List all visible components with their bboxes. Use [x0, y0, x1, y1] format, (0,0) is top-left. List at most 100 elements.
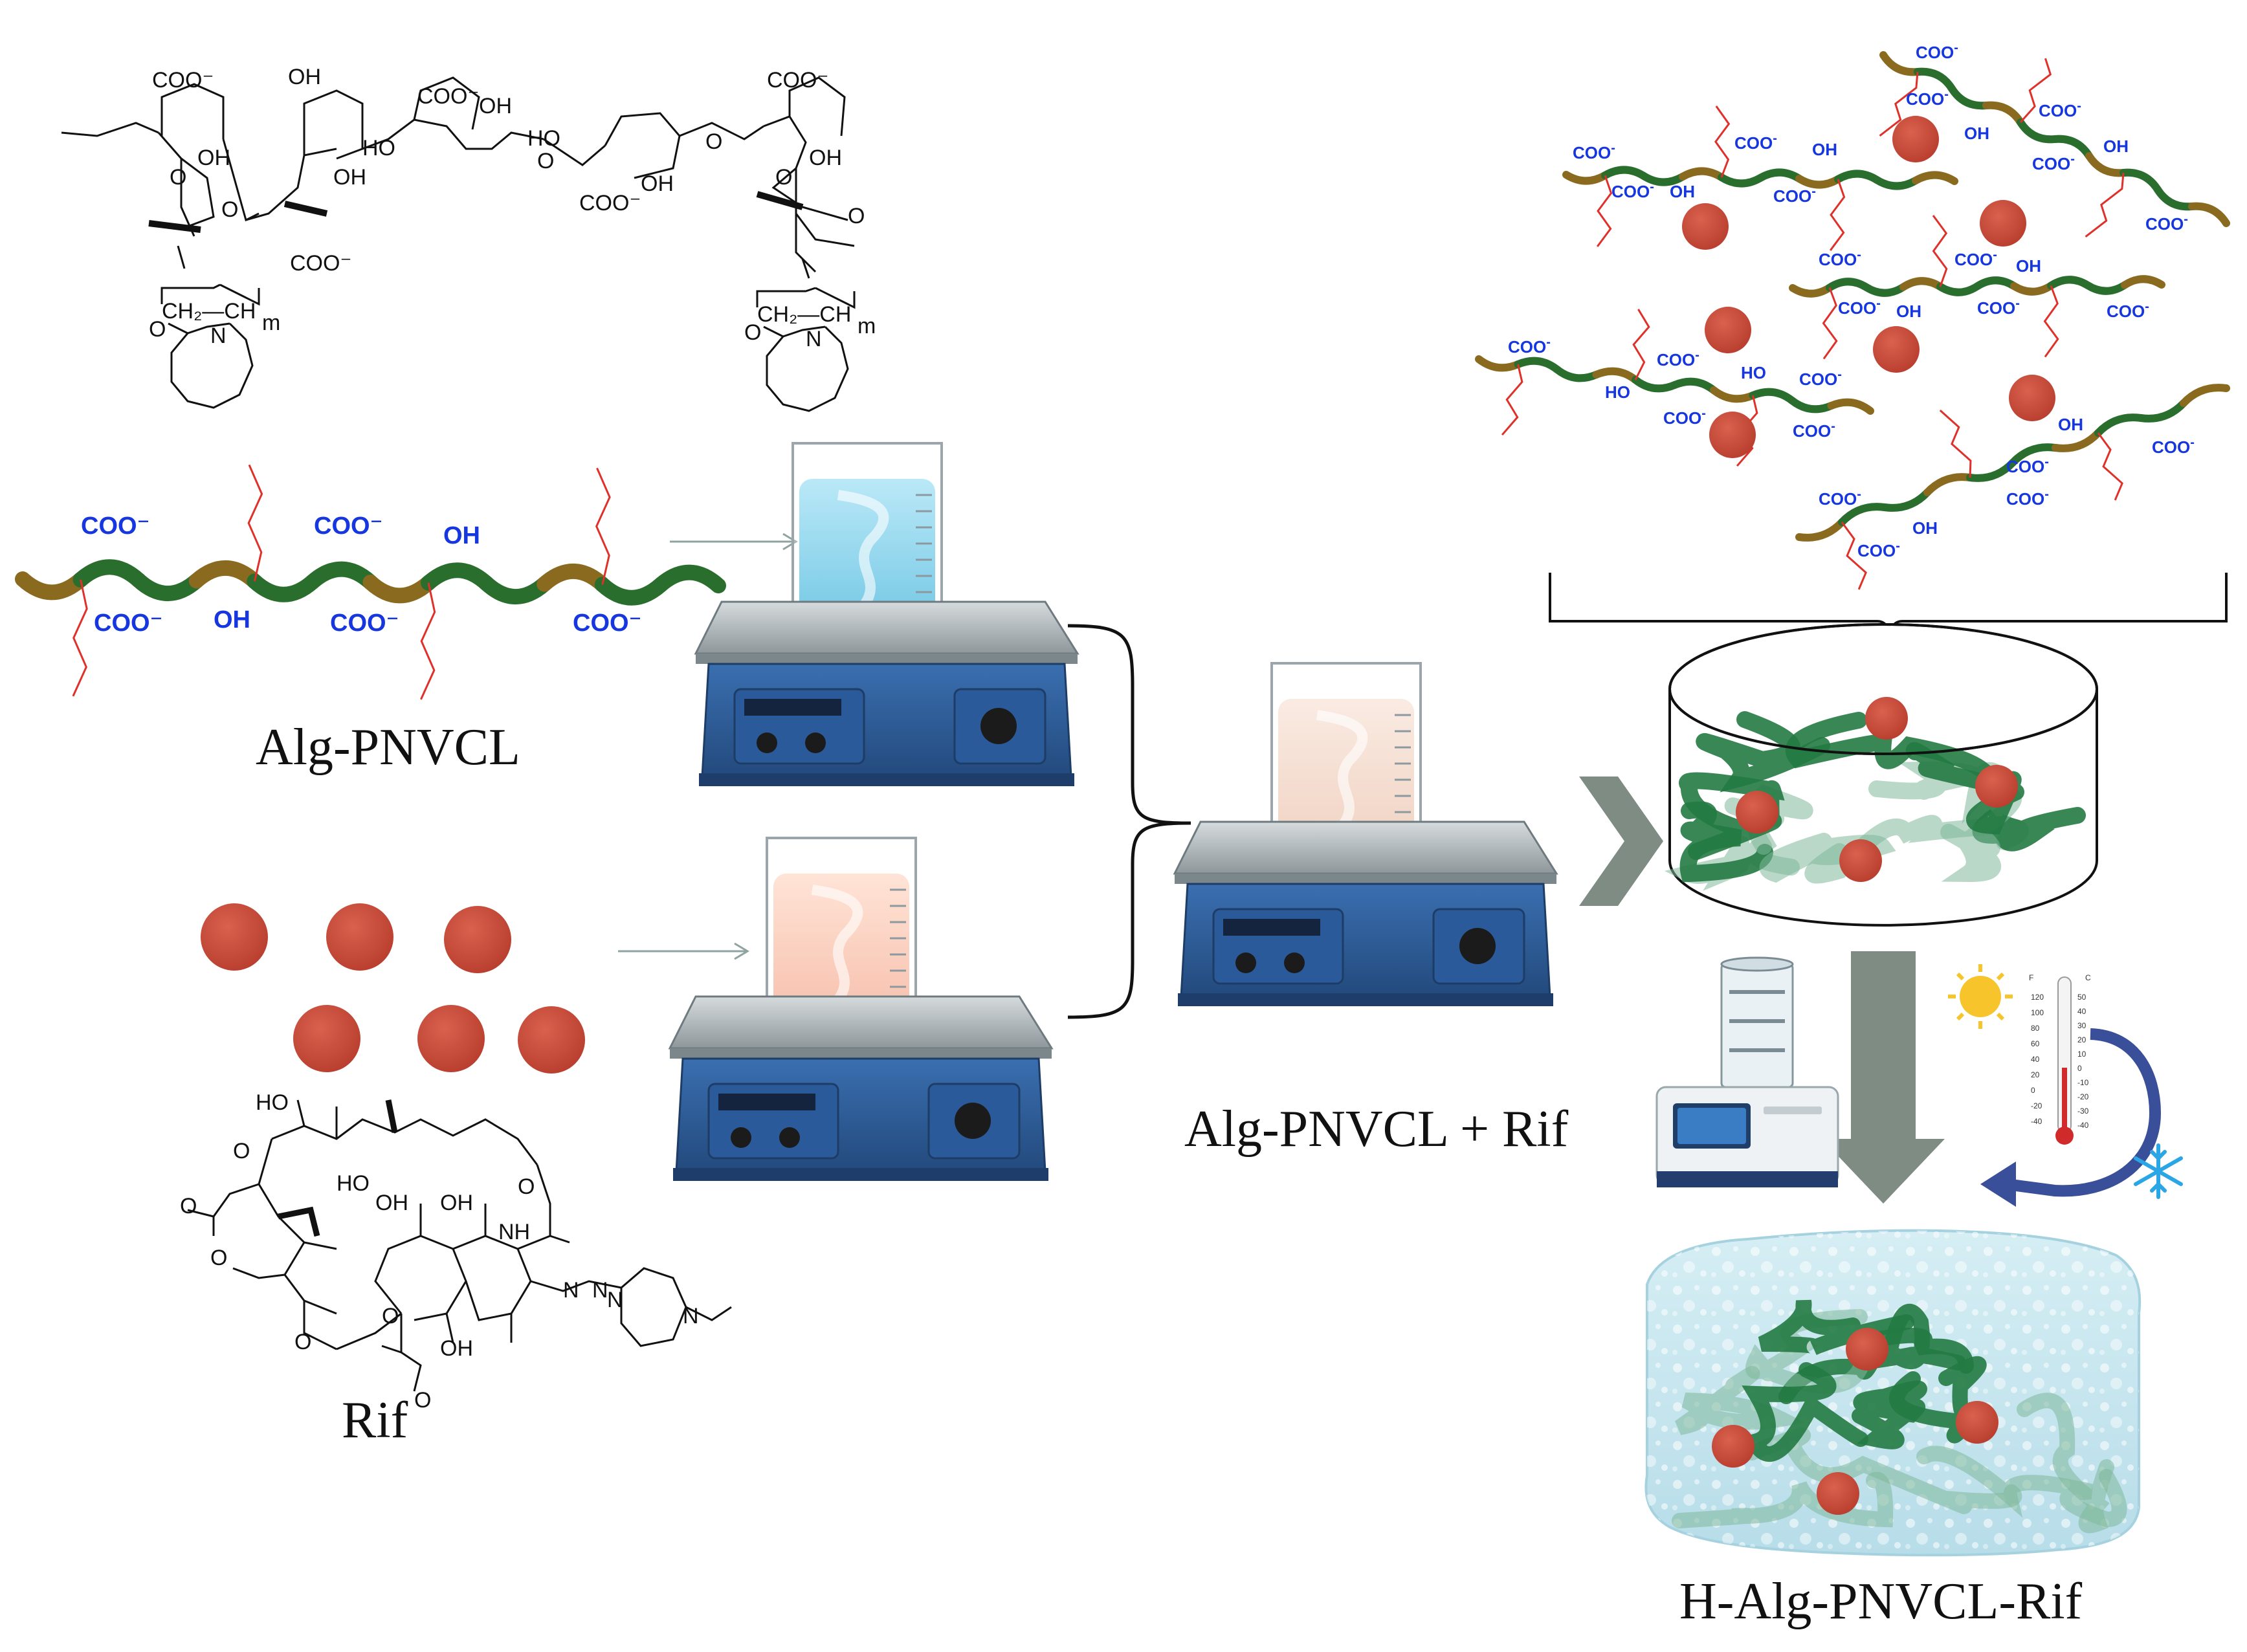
chem-label: OH: [809, 146, 842, 170]
chain-group: COO-: [1611, 180, 1654, 201]
chain-piece: [2120, 168, 2162, 193]
chem-label: OH: [333, 165, 366, 190]
chain-group: COO-: [1819, 487, 1861, 509]
chain-piece: [1475, 355, 1522, 372]
chain-group: OH: [1670, 182, 1695, 201]
thermometer-f-label: F: [2029, 973, 2033, 982]
chem-label: O: [705, 129, 722, 154]
chain-group: COO⁻: [314, 512, 383, 540]
alg-pnvcl-structure: [61, 76, 856, 412]
chem-label: CH₂—CH: [757, 302, 851, 327]
thermometer-tick: -40: [2031, 1117, 2042, 1126]
label-mixture: Alg-PNVCL + Rif: [1184, 1101, 1569, 1158]
drug-particle: [326, 903, 393, 971]
drug-particle: [1956, 1401, 1998, 1444]
chain-group: COO-: [2152, 435, 2195, 457]
chain-group: COO-: [1819, 248, 1861, 269]
chain-group: COO⁻: [94, 610, 163, 637]
magnetic-stirrer-icon: [1173, 662, 1558, 1006]
thermometer-tick: 120: [2031, 993, 2044, 1002]
side-chain: [2097, 432, 2123, 501]
chain-piece: [1670, 377, 1718, 394]
freeze-dryer-icon: [1655, 956, 1839, 1187]
chain-piece: [1562, 171, 1609, 185]
thermometer-tick: 50: [2077, 993, 2086, 1002]
thermometer-tick: 20: [2031, 1070, 2040, 1079]
chem-label: N: [683, 1304, 699, 1328]
chain-piece: [652, 564, 726, 593]
chem-label: OH: [641, 171, 674, 196]
chem-label: O: [414, 1388, 431, 1413]
chain-group: HO: [1741, 363, 1766, 382]
chain-piece: [362, 575, 437, 604]
chain-piece: [1838, 503, 1888, 526]
chain-piece: [1834, 170, 1881, 184]
side-chain: [247, 464, 263, 582]
chain-group: COO-: [1657, 348, 1699, 369]
chem-label: HO: [362, 136, 395, 160]
alg-pnvcl-chain: COO⁻ COO⁻ OH COO⁻ COO⁻ OH COO⁻: [15, 464, 726, 700]
thermometer-tick: 30: [2077, 1021, 2086, 1030]
chem-label: N: [592, 1278, 608, 1303]
chain-group: COO-: [1857, 539, 1900, 560]
gel-strand: [1786, 712, 1998, 787]
chem-label: OH: [288, 65, 321, 89]
magnetic-stirrer-icon: [668, 837, 1054, 1181]
chain-group: COO⁻: [330, 610, 399, 637]
drug-particle: [1817, 1472, 1859, 1515]
chain-piece: [478, 575, 553, 604]
chain-segment: [1562, 105, 1958, 251]
chain-piece: [1966, 459, 2017, 482]
chain-group: COO⁻: [573, 610, 642, 637]
chain-piece: [1827, 398, 1874, 415]
chain-group: COO⁻: [81, 512, 150, 540]
chain-piece: [1718, 173, 1764, 188]
gel-strand: [1742, 1362, 1868, 1462]
side-chain: [420, 582, 436, 700]
chem-label: N: [607, 1288, 623, 1312]
drug-particle: [1839, 839, 1882, 882]
chain-group: COO-: [2006, 455, 2049, 476]
thermometer-tick: 40: [2031, 1055, 2040, 1064]
chem-label: O: [382, 1304, 399, 1328]
chain-piece: [2137, 399, 2187, 423]
thermometer-tick: 20: [2077, 1035, 2086, 1044]
chem-label: CH₂—CH: [162, 299, 256, 324]
chain-piece: [1795, 175, 1842, 189]
chain-piece: [2009, 443, 2059, 467]
rif-structure-labels: HO HO OH OH O NH OH O O O O O O N N N N: [180, 1090, 699, 1413]
chain-group: COO-: [1906, 87, 1949, 109]
side-chain: [2019, 58, 2052, 124]
chain-piece: [1973, 276, 2018, 291]
beaker-icon: [1270, 662, 1422, 849]
drug-particle: [518, 1006, 585, 1074]
chain-piece: [1873, 176, 1920, 190]
chain-group: OH: [2016, 256, 2041, 276]
chem-label: O: [848, 204, 865, 228]
chain-piece: [1514, 357, 1561, 373]
thermometer-c-label: C: [2085, 973, 2091, 982]
drug-particle: [1892, 116, 1939, 162]
chem-label: HO: [337, 1171, 370, 1196]
porous-hydrogel: [1644, 1229, 2142, 1557]
chem-label: HO: [256, 1090, 289, 1115]
chem-label: COO⁻: [579, 191, 641, 215]
chain-piece: [1795, 518, 1846, 542]
chain-group: COO-: [1663, 406, 1706, 428]
chain-group: COO-: [1734, 131, 1777, 153]
chain-piece: [1936, 282, 1981, 296]
chain-segment: [1795, 384, 2230, 590]
merge-bracket: [1067, 624, 1191, 1019]
hydrogel-cylinder: [1664, 623, 2098, 927]
thermometer-tick: 80: [2031, 1024, 2040, 1033]
chain-piece: [1863, 283, 1907, 297]
chain-piece: [188, 560, 263, 589]
chain-group: COO-: [1573, 141, 1615, 162]
chain-piece: [1948, 85, 1990, 110]
chain-piece: [2121, 275, 2165, 289]
chain-piece: [1881, 489, 1931, 512]
side-chain: [2043, 285, 2059, 358]
chain-group: COO-: [2039, 99, 2081, 120]
chain-group: OH: [1964, 124, 1989, 143]
side-chain: [1879, 71, 1919, 137]
